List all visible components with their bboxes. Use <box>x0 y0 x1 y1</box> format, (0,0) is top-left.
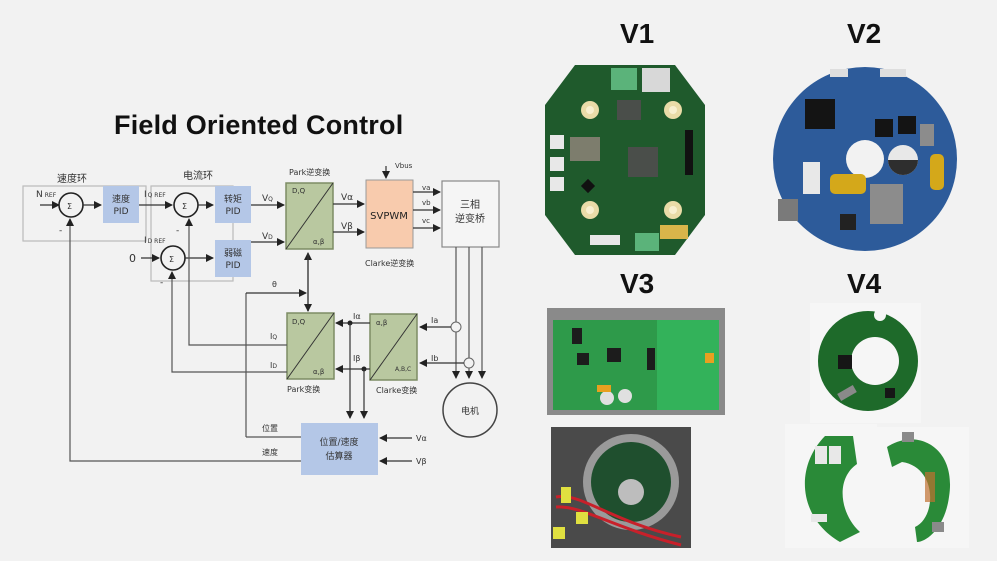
version-label-v4: V4 <box>847 268 882 299</box>
v2-pcb-image <box>773 67 957 251</box>
fw-pid-label: 弱磁 <box>224 247 242 259</box>
ib-label: Ib <box>431 354 438 363</box>
vq-label: VQ <box>262 194 273 204</box>
sigma-symbol: Σ <box>67 202 72 211</box>
current-loop-label: 电流环 <box>183 169 213 182</box>
clarke-label: Clarke变换 <box>376 385 417 395</box>
vb-label: vb <box>422 199 431 207</box>
v-alpha-label: Vα <box>341 193 353 203</box>
i-alpha-label: Iα <box>353 312 361 321</box>
speed-pid-label: PID <box>113 207 128 217</box>
ab-label: α,β <box>376 319 387 327</box>
sigma-symbol: Σ <box>169 255 174 264</box>
vbus-label: Vbus <box>395 162 413 170</box>
inv-park-label: Park逆变换 <box>289 167 330 177</box>
svpwm-label: SVPWM <box>370 211 408 222</box>
ab-label: α,β <box>313 238 324 246</box>
v3-pcb-photo <box>547 308 725 415</box>
speed-loop-frame <box>22 185 147 242</box>
abc-label: A,B,C <box>395 366 411 373</box>
minus-sign: - <box>160 278 163 288</box>
va-label: va <box>422 184 430 192</box>
motor <box>442 382 498 438</box>
ab-label: α,β <box>313 368 324 376</box>
version-label-v3: V3 <box>620 268 655 299</box>
three-phase-inverter-block <box>441 180 500 248</box>
iq-feedback-label: IQ <box>270 332 277 341</box>
torque-pid-label: PID <box>225 207 240 217</box>
est-v-alpha-label: Vα <box>416 434 427 443</box>
field-weakening-pid-block <box>215 240 251 277</box>
version-label-v2: V2 <box>847 18 882 49</box>
sigma-symbol: Σ <box>182 202 187 211</box>
dq-label: D,Q <box>292 318 306 326</box>
vd-label: VD <box>262 232 273 242</box>
id-feedback-label: ID <box>270 361 277 370</box>
fw-pid-label: PID <box>225 261 240 271</box>
v1-pcb-image <box>545 65 705 255</box>
v4-ring-pcb-render <box>810 303 921 423</box>
svpwm-block <box>365 179 414 249</box>
i-beta-label: Iβ <box>353 354 360 363</box>
id-ref-label: ID REF <box>144 236 166 246</box>
v3-motor-photo <box>551 427 691 548</box>
est-v-beta-label: Vβ <box>416 457 427 466</box>
current-loop-frame <box>150 185 234 282</box>
torque-pid-block <box>215 186 251 223</box>
current-sensor-a <box>450 321 462 333</box>
motor-label: 电机 <box>461 405 479 417</box>
position-label: 位置 <box>262 423 278 433</box>
v4-arc-pcb-render-right <box>877 427 969 548</box>
theta-label: θ <box>272 280 277 289</box>
slide-title: Field Oriented Control <box>114 110 404 140</box>
current-sensor-b <box>463 357 475 369</box>
inverter-label: 三相 <box>460 198 480 211</box>
speed-loop-label: 速度环 <box>57 172 87 185</box>
park-label: Park变换 <box>287 384 320 394</box>
vc-label: vc <box>422 217 430 225</box>
speed-label: 速度 <box>262 447 278 457</box>
minus-sign: - <box>59 226 62 236</box>
zero-input: 0 <box>129 252 136 265</box>
speed-pid-block <box>103 186 139 223</box>
estimator-label: 估算器 <box>325 450 352 462</box>
dq-label: D,Q <box>292 187 306 195</box>
v-beta-label: Vβ <box>341 222 353 232</box>
inv-clarke-label: Clarke逆变换 <box>365 258 414 268</box>
estimator-label: 位置/速度 <box>319 436 358 448</box>
ia-label: Ia <box>431 316 438 325</box>
minus-sign: - <box>176 226 179 236</box>
version-label-v1: V1 <box>620 18 655 49</box>
speed-pid-label: 速度 <box>112 193 130 205</box>
inverter-label: 逆变桥 <box>455 212 485 225</box>
iq-ref-label: IQ REF <box>144 190 166 200</box>
torque-pid-label: 转矩 <box>224 193 242 205</box>
v4-arc-pcb-render-left <box>785 424 877 548</box>
position-speed-estimator-block <box>301 423 378 475</box>
